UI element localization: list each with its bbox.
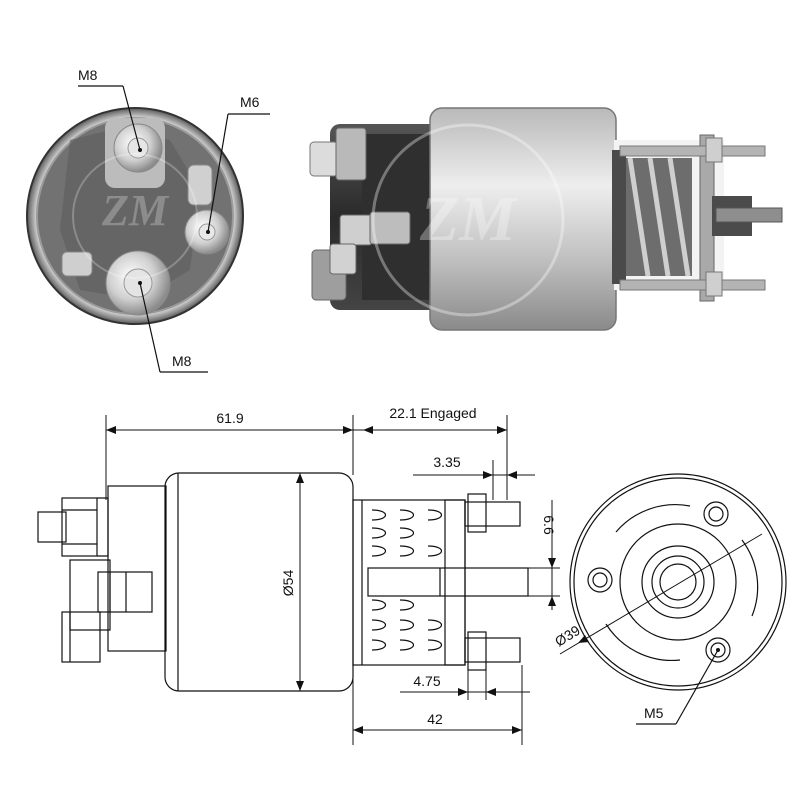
logo-watermark-end: ZM: [101, 186, 170, 235]
callout-m5: M5: [644, 705, 664, 721]
dim-body-diameter: Ø54: [280, 570, 296, 597]
side-plunger-stud: [712, 196, 783, 236]
callout-m6: M6: [240, 94, 260, 110]
side-terminal-bottom: [311, 243, 357, 301]
end-view-callouts: M8 M6 M8: [78, 67, 270, 373]
dimension-lines: 61.9 22.1 Engaged 3.35 6.6 Ø54 4.75 42: [105, 405, 560, 745]
side-spring: [612, 150, 692, 284]
dim-overall-body: 61.9: [216, 410, 243, 426]
terminal-m8-top: [105, 118, 165, 188]
logo-watermark-side: ZM: [419, 183, 518, 254]
end-view-photo: ZM: [26, 107, 244, 325]
side-bolt-top: [619, 137, 766, 163]
side-terminal-middle: [339, 211, 411, 246]
dim-stud-offset: 3.35: [433, 454, 460, 470]
side-bolt-bottom: [619, 271, 766, 297]
dim-bolt-circle: Ø39: [552, 622, 583, 650]
side-view-photo: ZM: [309, 107, 783, 331]
dim-stud-pitch: 6.6: [541, 515, 557, 535]
dim-flange-length: 42: [427, 711, 443, 727]
callout-m8-top: M8: [78, 67, 98, 83]
side-elevation-drawing: [37, 472, 529, 692]
side-terminal-top: [309, 127, 367, 181]
callout-m8-bottom: M8: [172, 353, 192, 369]
dim-plunger-offset: 4.75: [413, 673, 440, 689]
front-view-drawing: Ø39 M5: [552, 473, 787, 725]
dim-engaged: 22.1 Engaged: [389, 405, 476, 421]
